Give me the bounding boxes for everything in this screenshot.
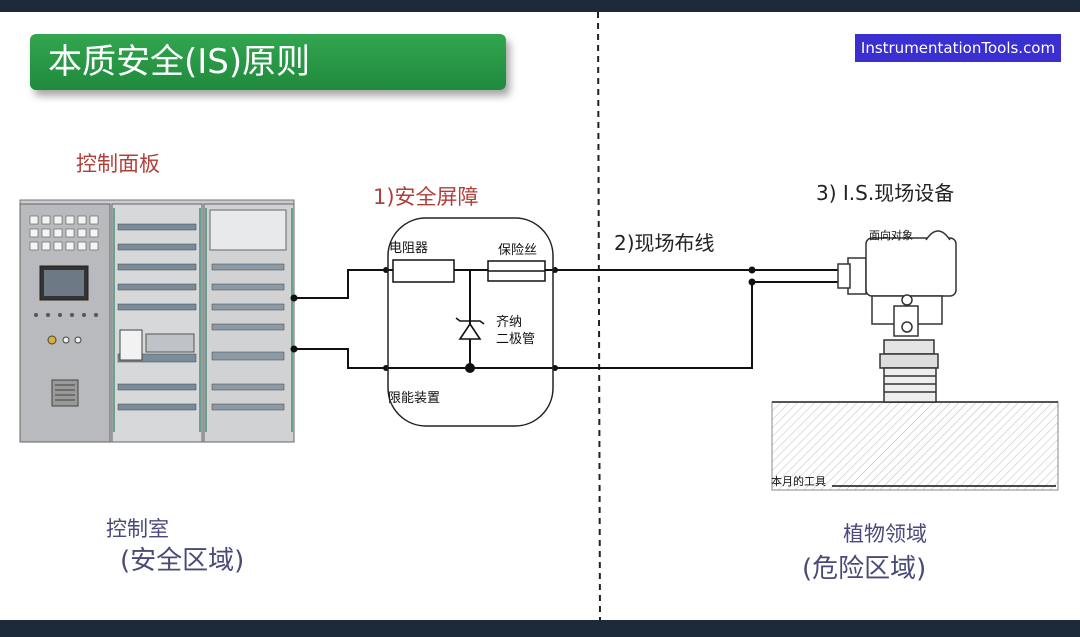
energy-limiter-label: 限能装置 [388,391,441,406]
zone-boundary-line [597,12,601,620]
month-tool-label: 本月的工具 [771,475,826,488]
fuse-label: 保险丝 [498,243,538,258]
title-banner: 本质安全(IS)原则 [30,34,506,90]
ground-section [771,401,1059,491]
plant-area-label: 植物领域 [843,522,927,546]
is-field-device-label: 3) I.S.现场设备 [816,181,955,205]
zener-label-line1: 齐纳 [496,315,523,330]
field-transmitter [837,230,957,403]
hazardous-area-label: (危险区域) [802,554,927,584]
facing-object-label: 面向对象 [869,229,913,242]
zener-diode-symbol [455,317,485,340]
control-room-label: 控制室 [106,517,169,541]
watermark-badge[interactable]: InstrumentationTools.com [855,34,1061,62]
safety-barrier-label: 1)安全屏障 [373,185,479,209]
diagram-canvas: 本质安全(IS)原则 InstrumentationTools.com [0,12,1080,620]
zener-label-line2: 二极管 [496,332,536,347]
control-cabinet [19,199,295,443]
field-wiring-label: 2)现场布线 [614,231,715,255]
resistor-label: 电阻器 [389,241,429,256]
resistor-symbol [392,259,455,283]
diagram-graphics [19,12,1059,620]
control-panel-label: 控制面板 [76,152,160,176]
safety-barrier-outline [387,217,554,427]
circuit-wiring [294,269,850,369]
safe-area-label: (安全区域) [120,546,245,576]
junction-dots [290,266,756,373]
